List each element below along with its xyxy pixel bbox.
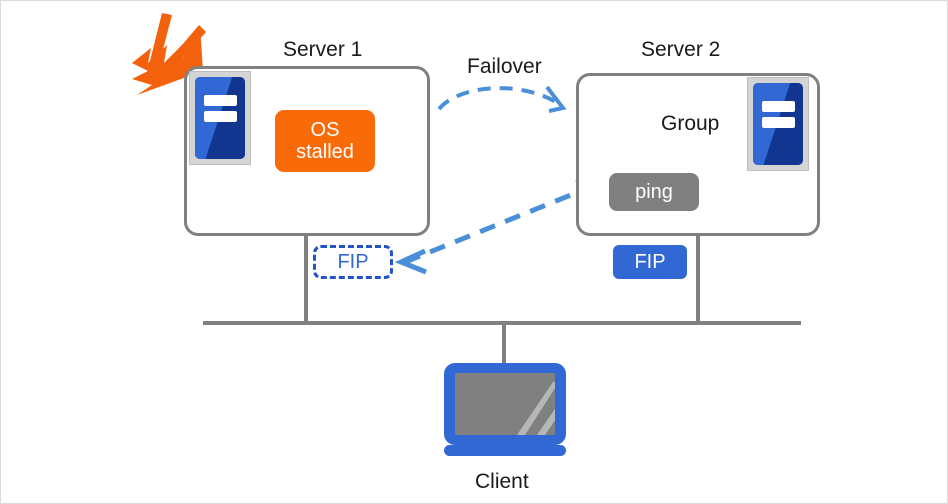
rack-body: [195, 77, 245, 159]
rack-body: [753, 83, 803, 165]
rack-slot-bar: [761, 117, 795, 129]
os-stalled-line2: stalled: [296, 141, 354, 163]
ping-badge: ping: [609, 173, 699, 211]
os-stalled-badge: OS stalled: [275, 110, 375, 172]
lightning-burst-icon: [132, 13, 206, 95]
server-rack-icon: [189, 71, 251, 165]
fip-active-badge: FIP: [613, 245, 687, 279]
os-stalled-line1: OS: [310, 118, 340, 141]
server2-title: Server 2: [641, 38, 721, 61]
group-label: Group: [661, 112, 720, 135]
curved-dashed-arrow-icon: [437, 85, 567, 113]
client-title: Client: [475, 470, 529, 493]
server-rack-icon: [747, 77, 809, 171]
fip-inactive-badge: FIP: [313, 245, 393, 279]
rack-slot-bar: [761, 101, 795, 113]
double-headed-dashed-arrow-icon: [394, 176, 605, 275]
server1-title: Server 1: [283, 38, 363, 61]
failover-label: Failover: [467, 55, 542, 78]
monitor-base: [444, 445, 566, 456]
rack-slot-bar: [203, 111, 237, 123]
rack-slot-bar: [203, 95, 237, 107]
monitor-icon: [444, 363, 566, 445]
